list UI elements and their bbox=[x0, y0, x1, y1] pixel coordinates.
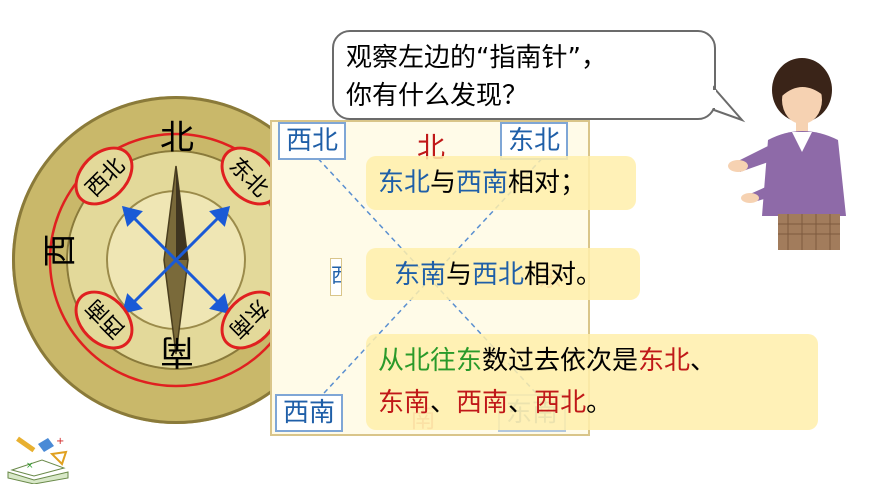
statement-3-b: 数过去依次是 bbox=[482, 346, 639, 376]
statement-2-highlight bbox=[366, 248, 640, 300]
teacher-figure-icon bbox=[728, 58, 846, 250]
statement-3-line-2: 东南、西南、西北。 bbox=[378, 384, 612, 422]
compass-west: 西 bbox=[40, 233, 81, 268]
svg-text:×: × bbox=[26, 461, 34, 471]
diagram-southwest: 西南 bbox=[275, 394, 344, 432]
statement-2-d: 相对。 bbox=[524, 260, 603, 290]
statement-1: 东北与西南相对； bbox=[378, 164, 586, 202]
statement-1-d: 相对； bbox=[508, 168, 587, 198]
statement-3-d: 、 bbox=[690, 346, 717, 376]
diagram-northwest: 西北 bbox=[278, 122, 347, 160]
speech-bubble-tail bbox=[712, 85, 746, 123]
stationery-icon: + × bbox=[7, 436, 69, 484]
speech-bubble: 观察左边的“指南针”， 你有什么发现？ bbox=[332, 30, 716, 120]
statement-1-highlight bbox=[366, 156, 636, 210]
statement-2-b: 与 bbox=[446, 260, 473, 290]
statement-2: 东南与西北相对。 bbox=[394, 256, 602, 294]
compass-arrows bbox=[48, 132, 304, 388]
bubble-line-1: 观察左边的“指南针”， bbox=[346, 43, 607, 73]
svg-text:+: + bbox=[56, 436, 64, 447]
statement-3-a: 从北往东 bbox=[378, 346, 483, 376]
statement-3-g: 西南 bbox=[456, 388, 509, 418]
diagram-northeast: 东北 bbox=[500, 122, 569, 160]
statement-1-b: 与 bbox=[430, 168, 457, 198]
statement-3-h: 、 bbox=[508, 388, 535, 418]
statement-1-c: 西南 bbox=[456, 168, 509, 198]
statement-1-a: 东北 bbox=[378, 168, 431, 198]
statement-3-e: 东南 bbox=[378, 388, 431, 418]
statement-3-c: 东北 bbox=[638, 346, 691, 376]
statement-3-i: 西北 bbox=[534, 388, 587, 418]
statement-3-highlight bbox=[366, 334, 818, 430]
statement-3-f: 、 bbox=[430, 388, 457, 418]
statement-2-a: 东南 bbox=[394, 260, 447, 290]
compass-south: 南 bbox=[160, 331, 194, 371]
statement-3-line-1: 从北往东数过去依次是东北、 bbox=[378, 342, 716, 380]
bubble-line-2: 你有什么发现？ bbox=[346, 81, 529, 111]
compass-north: 北 bbox=[160, 118, 194, 158]
statement-3-j: 。 bbox=[586, 388, 613, 418]
statement-2-c: 西北 bbox=[472, 260, 525, 290]
diagram-west: 西 bbox=[330, 258, 342, 296]
